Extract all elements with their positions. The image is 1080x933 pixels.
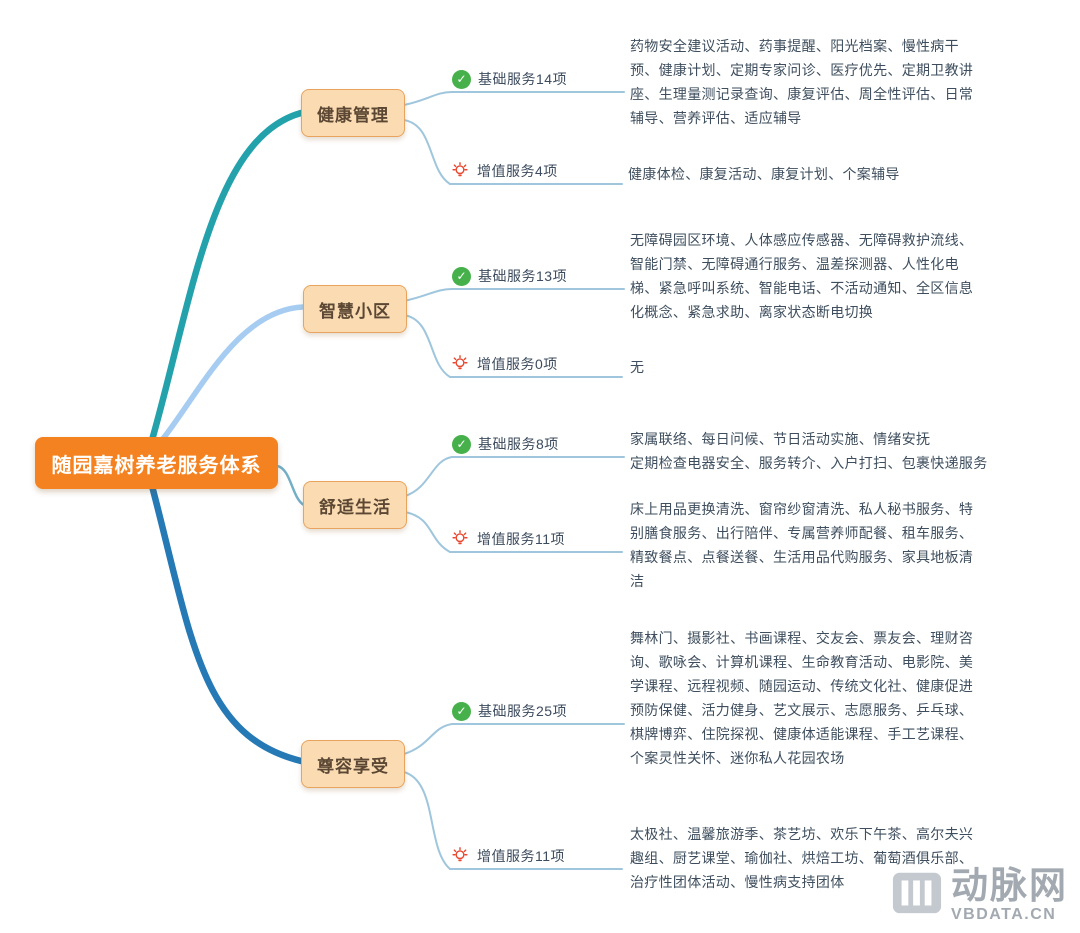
subnode-label: 增值服务4项 [477,163,558,179]
branch-node-smart-community: 智慧小区 [303,285,407,333]
curve-dignity-value [403,771,451,870]
bulb-icon [450,161,470,181]
subnode-smart-basic: ✓ 基础服务13项 [452,263,567,289]
bulb-icon [450,354,470,374]
subnode-label: 增值服务11项 [477,531,566,547]
branch-label: 健康管理 [317,105,389,125]
subnode-label: 增值服务0项 [477,356,558,372]
curve-root-to-comfort [275,464,306,507]
curve-root-to-dignity [148,482,305,765]
subnode-label: 基础服务25项 [478,703,568,719]
curve-comfort-basic [404,456,453,497]
bulb-icon [450,846,470,866]
service-items-smart-basic: 无障碍园区环境、人体感应传感器、无障碍救护流线、智能门禁、无障碍通行服务、温差探… [630,232,974,320]
root-label: 随园嘉树养老服务体系 [51,454,262,477]
branch-node-health-management: 健康管理 [301,89,405,137]
subnode-smart-value: 增值服务0项 [450,351,558,377]
service-items-dignity-value: 太极社、温馨旅游季、茶艺坊、欢乐下午茶、高尔夫兴趣组、厨艺课堂、瑜伽社、烘焙工坊… [630,826,974,890]
subnode-dignity-value: 增值服务11项 [450,843,565,869]
bulb-icon [450,529,470,549]
check-icon: ✓ [452,434,471,454]
service-items-smart-value: 无 [630,359,645,375]
root-node: 随园嘉树养老服务体系 [35,437,278,489]
service-items-comfort-basic: 家属联络、每日问候、节日活动实施、情绪安抚 定期检查电器安全、服务转介、入户打扫… [630,431,988,471]
curve-smart-basic [403,288,453,302]
subnode-label: 基础服务13项 [478,268,568,284]
service-items-dignity-basic: 舞林门、摄影社、书画课程、交友会、票友会、理财咨询、歌咏会、计算机课程、生命教育… [630,630,974,766]
curve-root-to-smart [159,304,306,443]
service-items-health-basic: 药物安全建议活动、药事提醒、阳光档案、慢性病干预、健康计划、定期专家问诊、医疗优… [630,38,974,126]
vbdata-logo-icon [891,866,943,923]
curve-root-to-health [148,109,305,444]
watermark-site: VBDATA.CN [951,905,1057,923]
subnode-label: 基础服务8项 [478,436,559,452]
curve-health-basic [403,91,453,106]
curve-health-value [403,119,451,185]
service-items-health-value: 健康体检、康复活动、康复计划、个案辅导 [628,166,900,182]
subnode-health-basic: ✓ 基础服务14项 [452,66,567,92]
subnode-comfort-basic: ✓ 基础服务8项 [452,431,559,457]
subnode-label: 基础服务14项 [478,71,568,87]
branch-node-dignity-enjoyment: 尊容享受 [301,740,405,788]
branch-label: 智慧小区 [319,301,391,321]
subnode-health-value: 增值服务4项 [450,158,558,184]
subnode-dignity-basic: ✓ 基础服务25项 [452,698,567,724]
curve-dignity-basic [403,723,453,755]
branch-label: 尊容享受 [317,756,389,776]
watermark: 动脉网 VBDATA.CN [891,866,1068,923]
branch-node-comfortable-living: 舒适生活 [303,481,407,529]
check-icon: ✓ [452,701,471,721]
subnode-label: 增值服务11项 [477,848,566,864]
curve-smart-value [403,314,451,378]
service-items-comfort-value: 床上用品更换清洗、窗帘纱窗清洗、私人秘书服务、特别膳食服务、出行陪伴、专属营养师… [630,501,974,589]
branch-label: 舒适生活 [319,497,391,517]
check-icon: ✓ [452,69,471,89]
subnode-comfort-value: 增值服务11项 [450,526,565,552]
watermark-brand: 动脉网 [951,864,1068,906]
check-icon: ✓ [452,266,471,286]
curve-comfort-value [404,511,451,553]
